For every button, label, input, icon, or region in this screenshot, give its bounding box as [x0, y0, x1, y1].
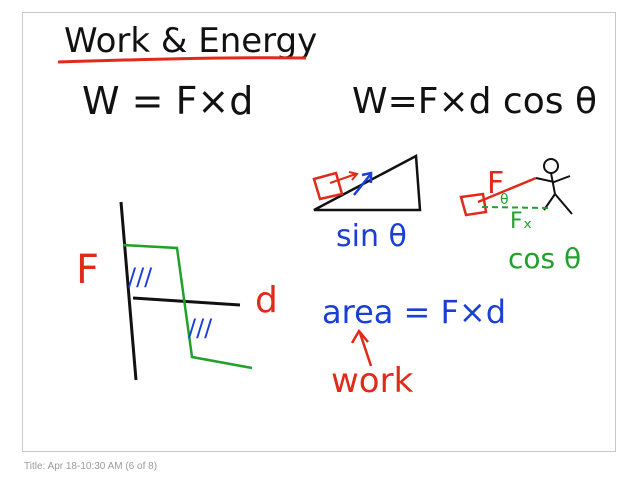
- area-label: area = F×d: [322, 293, 506, 331]
- slide-title: Work & Energy: [64, 21, 317, 61]
- horizontal-component: [481, 206, 549, 209]
- slide-frame: [22, 12, 616, 452]
- graph-x-axis: [132, 296, 241, 307]
- graph-f-label: F: [76, 247, 99, 293]
- work-arrowhead: [350, 328, 369, 344]
- sin-label: sin θ: [336, 219, 407, 254]
- incline-triangle: [313, 154, 422, 212]
- incline-component-arrowhead: [361, 171, 373, 183]
- stick-figure-body: [535, 172, 573, 215]
- graph-d-label: d: [255, 280, 278, 321]
- incline-force-arrowhead: [348, 171, 359, 181]
- incline-component-arrow: [353, 174, 371, 196]
- pull-rope: [477, 176, 537, 204]
- formula-angle: W=F×d cos θ: [352, 81, 597, 122]
- work-arrow: [358, 332, 373, 367]
- force-curve: [122, 243, 253, 370]
- formula-basic: W = F×d: [82, 79, 253, 123]
- pulled-box: [459, 192, 488, 217]
- title-underline: [57, 56, 307, 64]
- incline-box: [312, 171, 344, 201]
- incline-force-arrow: [329, 173, 357, 184]
- fx-label: Fₓ: [510, 209, 532, 234]
- stick-figure-head: [543, 158, 559, 174]
- area-hatch-bottom: ///: [188, 314, 213, 342]
- work-label: work: [331, 361, 414, 401]
- graph-y-axis: [119, 201, 138, 381]
- cos-label: cos θ: [508, 242, 581, 275]
- slide-footer-caption: Title: Apr 18-10:30 AM (6 of 8): [24, 461, 158, 472]
- theta-small: θ: [500, 192, 509, 208]
- area-hatch-top: ///: [128, 263, 153, 291]
